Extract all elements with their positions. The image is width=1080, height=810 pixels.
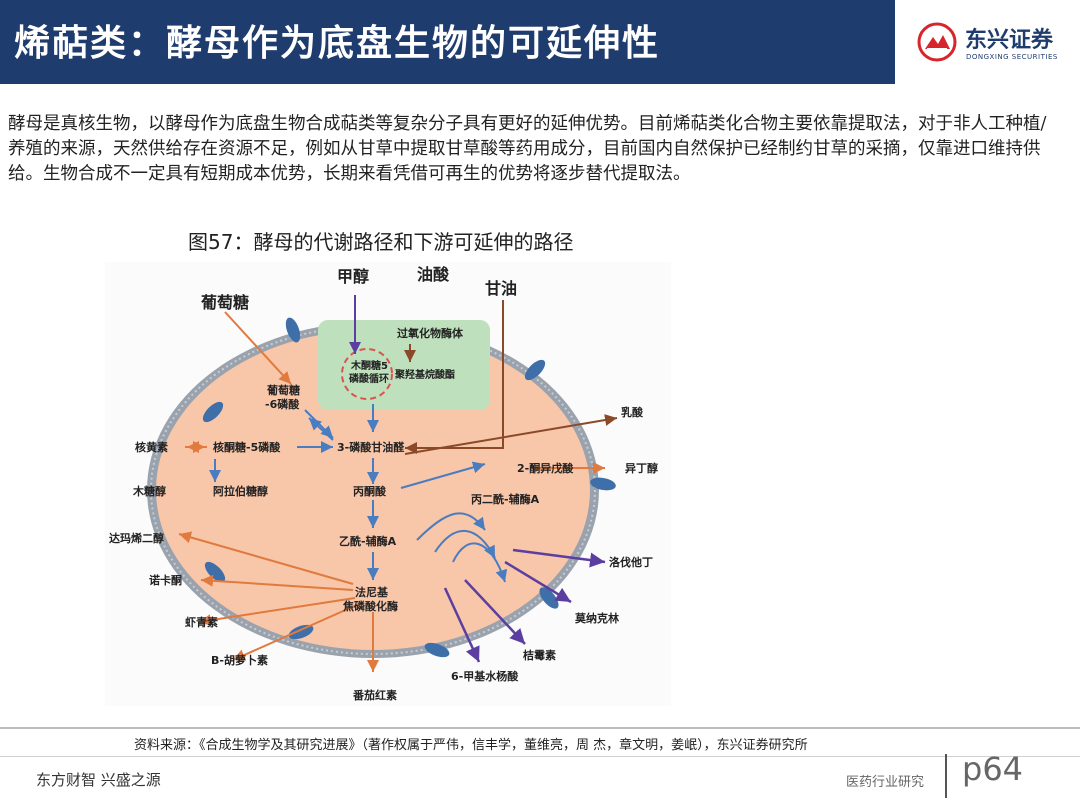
membrane-protein	[204, 561, 226, 583]
membrane-proteins	[202, 317, 616, 658]
metabolic-pathway-diagram: 甲醇 油酸 甘油 葡萄糖 过氧化物酶体 木酮糖5 磷酸循环 聚羟基烷酸酯 葡萄糖…	[105, 262, 671, 706]
divider-top	[0, 727, 1080, 729]
label-pyruvate: 丙酮酸	[353, 484, 387, 498]
label-xylulose-cycle-1: 木酮糖5	[350, 359, 388, 372]
label-citrinin: 桔霉素	[523, 648, 556, 662]
page-title: 烯萜类：酵母作为底盘生物的可延伸性	[14, 23, 661, 64]
membrane-protein	[285, 317, 301, 343]
label-6msa: 6-甲基水杨酸	[451, 669, 519, 683]
label-fpp-1: 法尼基	[355, 585, 389, 599]
label-glycerol: 甘油	[485, 279, 517, 298]
divider-bottom	[0, 756, 1080, 757]
purple-arrows	[443, 548, 606, 663]
label-astaxanthin: 虾青素	[185, 615, 218, 629]
label-lovastatin: 洛伐他丁	[609, 555, 653, 569]
footer-separator	[945, 754, 947, 798]
label-isobutanol: 异丁醇	[625, 461, 658, 475]
label-g6p-2: -6磷酸	[265, 397, 300, 411]
logo-name-cn: 东兴证券	[965, 28, 1054, 53]
pathway-svg: 甲醇 油酸 甘油 葡萄糖 过氧化物酶体 木酮糖5 磷酸循环 聚羟基烷酸酯 葡萄糖…	[105, 262, 671, 706]
label-dammarenediol: 达玛烯二醇	[109, 531, 164, 545]
membrane-protein	[539, 587, 559, 609]
label-lycopene: 番茄红素	[352, 688, 397, 702]
label-nootkatone: 诺卡酮	[149, 573, 182, 587]
figure-caption: 图57：酵母的代谢路径和下游可延伸的路径	[188, 230, 574, 254]
cell-cytoplasm	[156, 330, 590, 650]
orange-arrows	[178, 311, 605, 672]
company-logo: 东兴证券 DONGXING SECURITIES	[895, 0, 1080, 84]
source-note: 资料来源：《合成生物学及其研究进展》（著作权属于严伟，信丰学，董维亮，周 杰，章…	[134, 738, 808, 753]
title-banner: 烯萜类：酵母作为底盘生物的可延伸性	[0, 0, 895, 84]
membrane-protein	[288, 624, 314, 640]
blue-arrows	[185, 295, 508, 583]
label-xylulose-cycle-2: 磷酸循环	[349, 372, 389, 385]
body-paragraph: 酵母是真核生物，以酵母作为底盘生物合成萜类等复杂分子具有更好的延伸优势。目前烯萜…	[8, 114, 1047, 184]
label-xylitol: 木糖醇	[132, 484, 166, 498]
label-ketoisovalerate: 2-酮异戊酸	[517, 461, 574, 475]
label-glucose: 葡萄糖	[200, 293, 249, 312]
footer-section: 医药行业研究	[846, 775, 925, 790]
logo-name-en: DONGXING SECURITIES	[966, 53, 1058, 61]
label-ribulose-5p: 核酮糖-5磷酸	[213, 440, 281, 454]
label-malonyl-coa: 丙二酰-辅酶A	[471, 492, 540, 506]
footer-slogan: 东方财智 兴盛之源	[36, 771, 161, 789]
page-number: p64	[962, 750, 1024, 788]
label-peroxisome: 过氧化物酶体	[397, 326, 464, 340]
label-pha: 聚羟基烷酸酯	[394, 368, 455, 381]
label-methanol: 甲醇	[337, 267, 369, 286]
label-lactic-acid: 乳酸	[621, 405, 644, 419]
peroxisome-compartment	[318, 320, 490, 410]
membrane-protein	[590, 477, 616, 491]
xylulose-cycle-ring	[341, 348, 393, 400]
label-riboflavin: 核黄素	[135, 440, 168, 454]
membrane-protein	[424, 642, 450, 658]
membrane-protein	[202, 401, 224, 423]
brown-arrows	[404, 300, 618, 455]
label-monacolin: 莫纳克林	[574, 611, 619, 625]
label-fpp-2: 焦磷酸化酶	[342, 599, 398, 613]
label-arabitol: 阿拉伯糖醇	[213, 484, 268, 498]
membrane-protein	[524, 359, 546, 381]
dongxing-logo-icon	[917, 22, 957, 62]
label-oleic-acid: 油酸	[417, 265, 450, 284]
label-acetyl-coa: 乙酰-辅酶A	[339, 534, 397, 548]
label-g6p-1: 葡萄糖	[266, 383, 300, 397]
label-beta-carotene: B-胡萝卜素	[211, 653, 268, 667]
label-g3p: 3-磷酸甘油醛	[337, 440, 405, 454]
